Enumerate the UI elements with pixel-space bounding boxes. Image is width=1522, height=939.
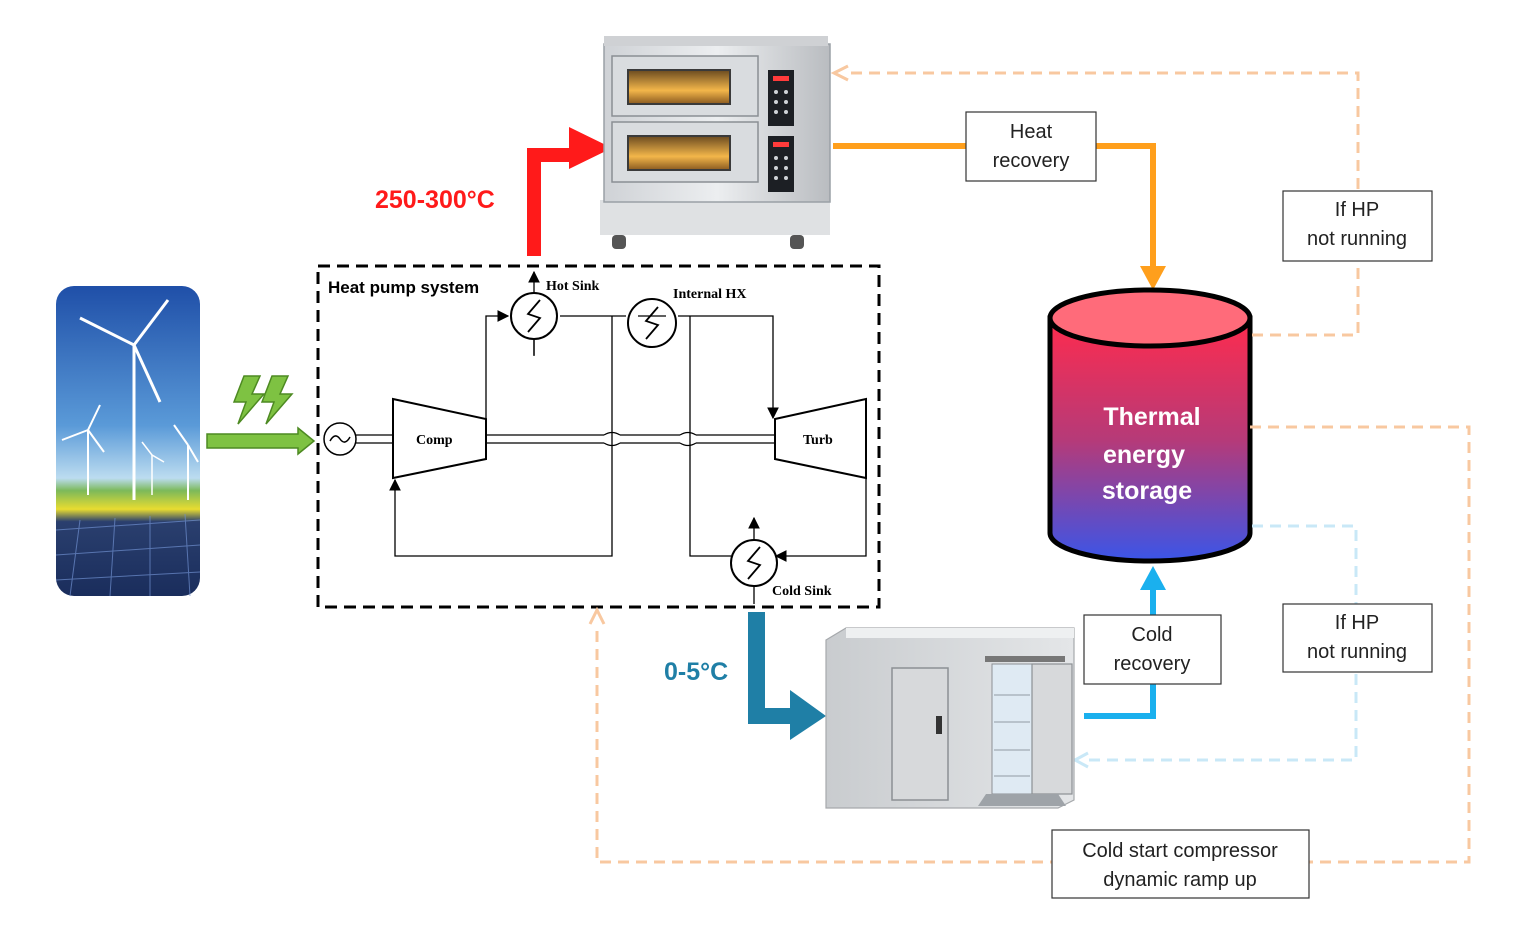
turbine-label: Turb (803, 433, 833, 448)
electricity-arrow (206, 426, 316, 456)
cold-start-line2: dynamic ramp up (1103, 869, 1256, 891)
internal-hx-label: Internal HX (673, 287, 747, 302)
if-hp-bottom-line1: If HP (1335, 612, 1379, 634)
dashed-cold-start-loop (595, 425, 1471, 864)
hot-sink-hx-icon (510, 270, 558, 356)
lightning-icon (232, 375, 294, 425)
heat-recovery-line2: recovery (993, 150, 1070, 172)
wind-solar-image (55, 286, 201, 597)
cold-start-line1: Cold start compressor (1082, 840, 1278, 862)
dashed-heat-return-top-arrowhead (830, 64, 849, 82)
cold-sink-label: Cold Sink (772, 584, 832, 599)
hot-supply-arrow (527, 127, 612, 256)
if-hp-top-line2: not running (1307, 228, 1407, 250)
cold-recovery-line2: recovery (1114, 653, 1191, 675)
heat-recovery-arrowhead (1140, 266, 1166, 290)
heat-pump-title: Heat pump system (328, 278, 479, 297)
cold-supply-arrow (748, 612, 826, 740)
shaft (356, 431, 775, 447)
thermal-energy-storage-tank (1047, 287, 1253, 564)
cold-sink-hx-icon (730, 516, 778, 604)
if-hp-bottom-line2: not running (1307, 641, 1407, 663)
cold-start-box (1051, 829, 1310, 899)
heat-recovery-line1: Heat (1010, 121, 1053, 143)
compressor-shape (392, 397, 487, 480)
generator-icon (323, 422, 357, 456)
storage-label-line3: storage (1102, 477, 1192, 505)
dashed-cold-start-arrowhead (588, 606, 606, 625)
cold-recovery-line1: Cold (1131, 624, 1172, 646)
heat-recovery-flow (833, 143, 1156, 270)
cold-temperature-label: 0-5°C (664, 658, 728, 686)
storage-label-line1: Thermal (1103, 403, 1200, 431)
cycle-piping (389, 310, 867, 562)
dashed-cold-return-arrowhead (1071, 751, 1089, 769)
hot-temperature-label: 250-300°C (375, 186, 495, 214)
if-hp-bottom-box (1282, 603, 1433, 673)
oven-image (600, 36, 831, 249)
cold-recovery-box (1083, 614, 1222, 685)
internal-hx-icon (627, 298, 677, 348)
hot-sink-label: Hot Sink (546, 279, 600, 294)
cold-room-image (825, 627, 1075, 809)
if-hp-top-box (1282, 190, 1433, 262)
if-hp-top-line1: If HP (1335, 199, 1379, 221)
heat-recovery-box (965, 111, 1097, 182)
storage-label-line2: energy (1103, 441, 1185, 469)
heat-pump-system-boundary (316, 264, 881, 609)
compressor-label: Comp (416, 433, 453, 448)
cold-recovery-arrowhead (1140, 566, 1166, 590)
